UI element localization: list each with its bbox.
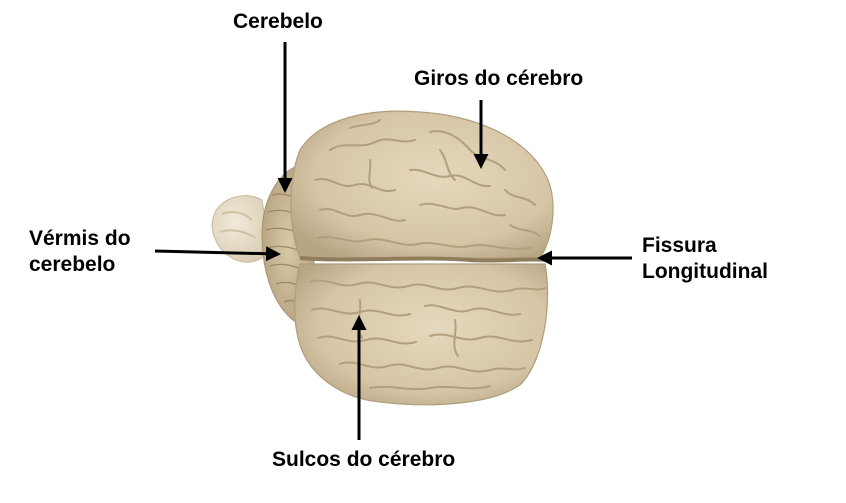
brainstem-stump	[211, 195, 271, 263]
label-cerebelo: Cerebelo	[233, 10, 323, 33]
lower-hemisphere	[294, 263, 549, 406]
label-sulcos-do-cerebro: Sulcos do cérebro	[272, 448, 456, 471]
annotation-arrows	[154, 42, 632, 440]
label-fissura-longitudinal: Fissura Longitudinal	[642, 234, 768, 283]
label-giros-do-cerebro: Giros do cérebro	[414, 67, 584, 90]
arrow-vermis	[154, 246, 281, 262]
upper-hemisphere	[290, 110, 554, 259]
label-vermis-do-cerebelo: Vérmis do cerebelo	[29, 227, 131, 276]
longitudinal-fissure	[299, 256, 549, 263]
